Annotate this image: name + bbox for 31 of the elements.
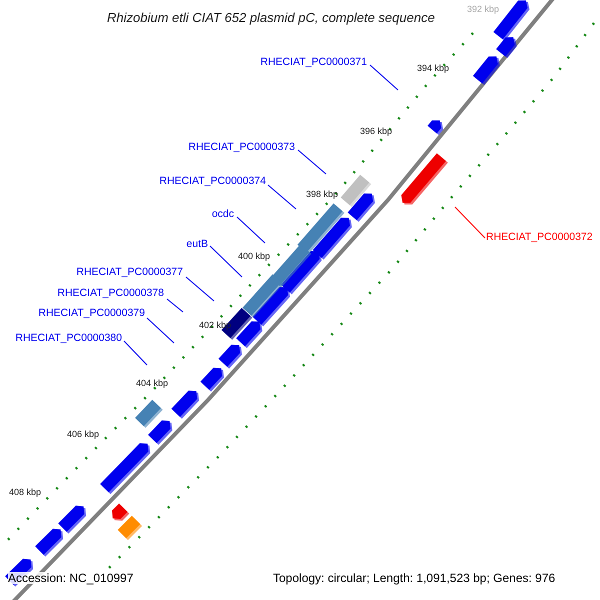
leader-line <box>268 184 296 210</box>
title: Rhizobium etli CIAT 652 plasmid pC, complete sequence <box>107 11 435 24</box>
gene-label: RHECIAT_PC0000372 <box>486 232 593 242</box>
scale-label: 406 kbp <box>67 430 100 439</box>
gene-label: RHECIAT_PC0000379 <box>38 308 145 318</box>
leader-line <box>236 216 266 244</box>
leader-line <box>298 150 326 174</box>
leader-line <box>370 64 398 90</box>
scale-label: 404 kbp <box>136 379 168 388</box>
scale-label: 396 kbp <box>360 127 392 136</box>
gene-label: RHECIAT_PC0000374 <box>159 176 266 186</box>
scale-label: 394 kbp <box>417 64 450 73</box>
scale-label: 392 kbp <box>467 5 500 14</box>
scale-label: 408 kbp <box>9 488 42 497</box>
gene-label: RHECIAT_PC0000377 <box>76 267 183 278</box>
scale-label: 398 kbp <box>306 190 338 199</box>
leader-line <box>454 206 486 238</box>
leader-line <box>210 246 242 278</box>
leader-line <box>166 298 184 312</box>
gene-label: ocdc <box>212 209 234 220</box>
leader-line <box>186 276 214 302</box>
scale-label: 400 kbp <box>238 252 270 261</box>
gene-label: RHECIAT_PC0000380 <box>15 333 122 344</box>
gene-label: RHECIAT_PC0000378 <box>57 288 164 298</box>
info-text: Accession: NC_010997 <box>8 572 134 584</box>
leader-line <box>146 318 174 344</box>
leader-line <box>124 340 148 366</box>
gene-label: RHECIAT_PC0000371 <box>260 57 367 68</box>
gene-label: RHECIAT_PC0000373 <box>188 142 295 152</box>
gene-label: eutB <box>186 239 208 250</box>
info-text: Topology: circular; Length: 1,091,523 bp; Genes: 976 <box>273 572 556 584</box>
